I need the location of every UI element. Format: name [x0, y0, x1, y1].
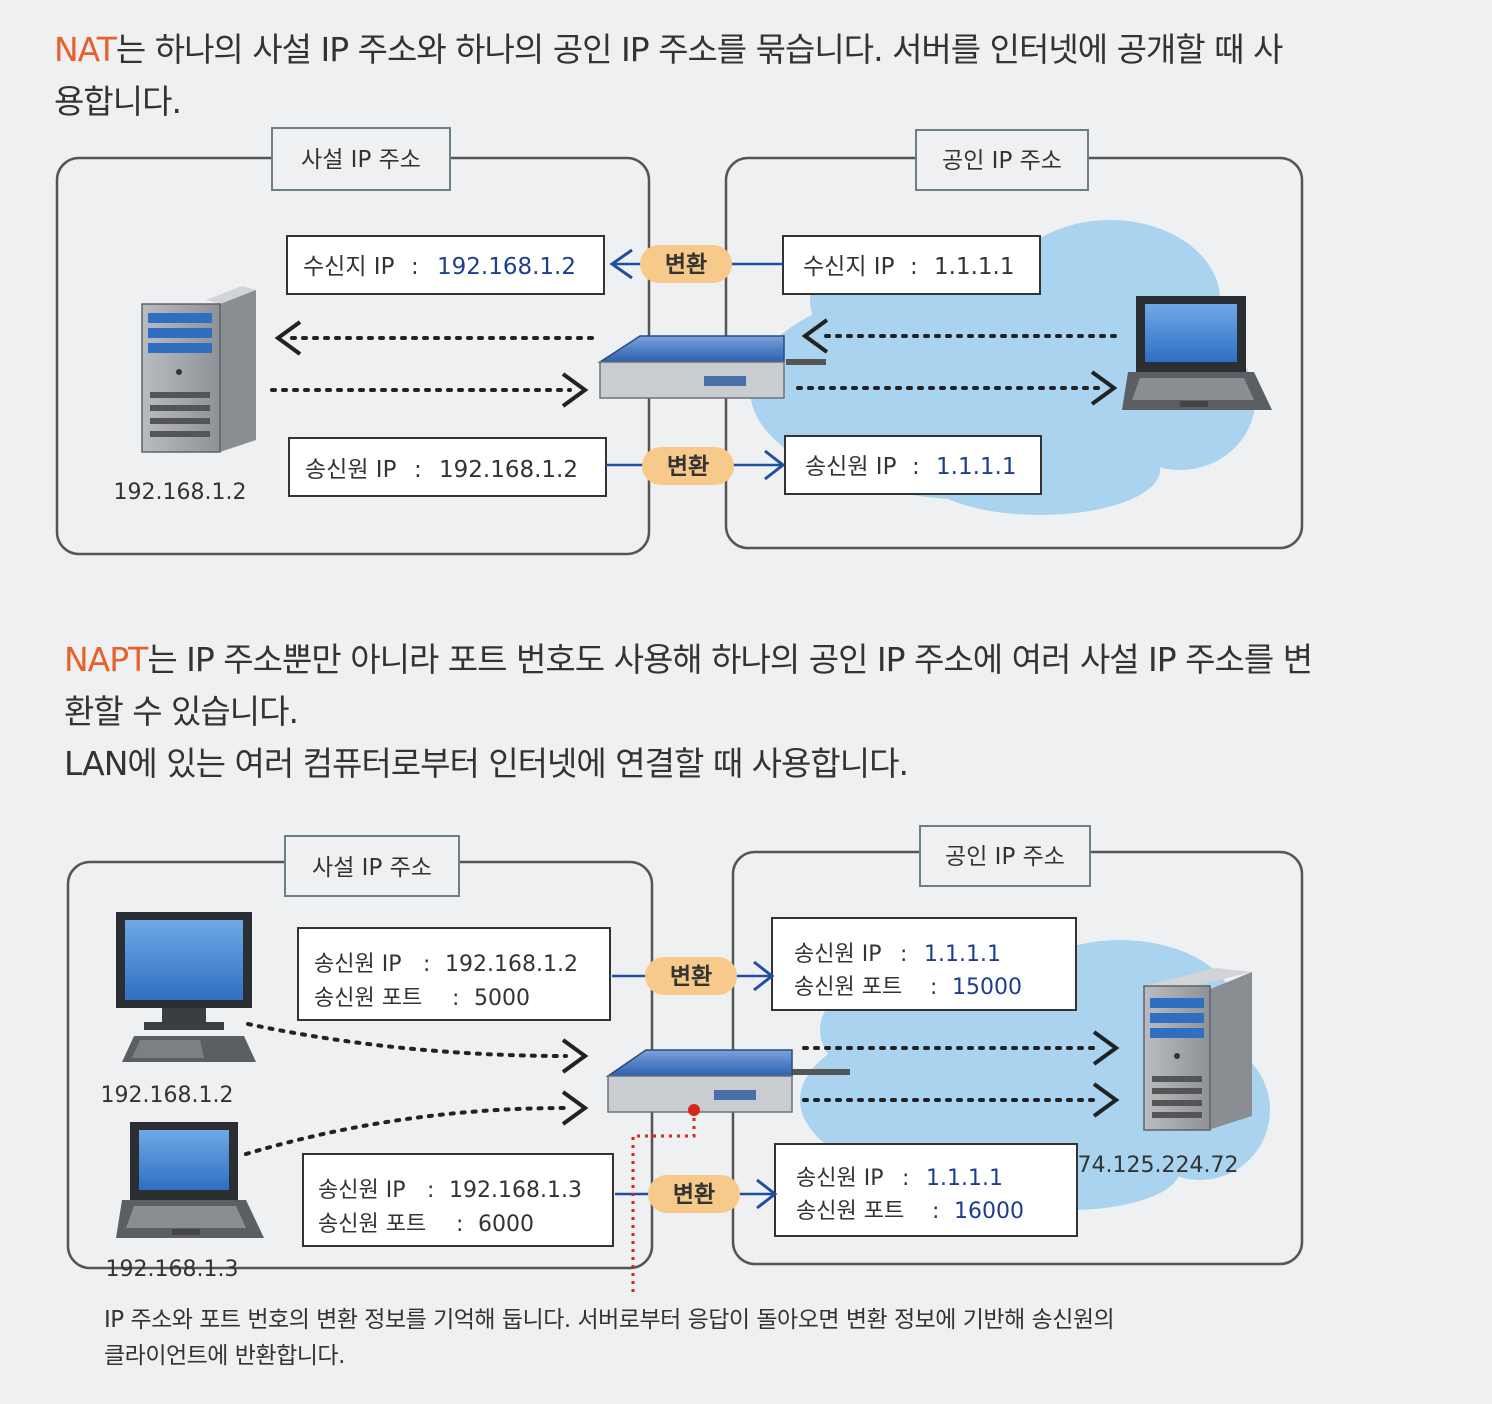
- public-src-label: 송신원 IP: [805, 454, 897, 480]
- napt-highlight: NAPT: [64, 640, 148, 679]
- row2-private-ip-sep: :: [427, 1178, 434, 1203]
- traffic-arrows: [270, 318, 1124, 408]
- private-src-label: 송신원 IP: [305, 457, 397, 483]
- napt-diagram: 사설 IP 주소 공인 IP 주소 송신원 IP : 192.168.1.2 송…: [66, 825, 1304, 1292]
- desktop-pc-icon: [116, 912, 256, 1062]
- private-src-sep: :: [414, 457, 422, 483]
- server-tower-icon: [141, 286, 256, 453]
- public-dest-box: 수신지 IP : 1.1.1.1: [782, 235, 1041, 295]
- napt-intro: NAPT는 IP 주소뿐만 아니라 포트 번호도 사용해 하나의 공인 IP 주…: [64, 634, 1313, 790]
- row2-private-port-label: 송신원 포트: [318, 1212, 426, 1237]
- row1-private-ip-sep: :: [423, 952, 430, 977]
- public-dest-label: 수신지 IP: [803, 254, 895, 280]
- convert-row1: 변환: [612, 957, 775, 995]
- laptop-icon-2: [116, 1122, 264, 1238]
- footnote-line1: IP 주소와 포트 번호의 변환 정보를 기억해 둡니다. 서버로부터 응답이 …: [104, 1307, 1115, 1333]
- private-dest-value: 192.168.1.2: [437, 254, 576, 280]
- server-ip-label-2: 74.125.224.72: [1078, 1153, 1239, 1178]
- private-ip-label-box-2: 사설 IP 주소: [284, 835, 460, 897]
- server-ip-label: 192.168.1.2: [114, 480, 247, 505]
- private-ip-label-box: 사설 IP 주소: [271, 127, 451, 191]
- row2-private-ip: 192.168.1.3: [449, 1178, 582, 1203]
- napt-intro-line3: LAN에 있는 여러 컴퓨터로부터 인터넷에 연결할 때 사용합니다.: [64, 744, 909, 783]
- private-ip-label-2: 사설 IP 주소: [312, 855, 432, 881]
- row2-private-box: 송신원 IP : 192.168.1.3 송신원 포트 : 6000: [302, 1153, 614, 1247]
- nat-intro-line2: 용합니다.: [54, 82, 182, 121]
- row1-public-ip: 1.1.1.1: [924, 942, 1001, 967]
- memory-indicator: [631, 1104, 700, 1292]
- public-ip-label-box-2: 공인 IP 주소: [919, 825, 1091, 887]
- public-ip-label: 공인 IP 주소: [942, 148, 1062, 174]
- router-icon: [597, 335, 826, 399]
- row2-public-ip-sep: :: [902, 1166, 909, 1191]
- public-src-box: 송신원 IP : 1.1.1.1: [784, 435, 1042, 495]
- row1-public-box: 송신원 IP : 1.1.1.1 송신원 포트 : 15000: [771, 917, 1077, 1011]
- traffic-arrows-2: [244, 1022, 1120, 1156]
- row2-private-port: 6000: [478, 1212, 534, 1237]
- row2-public-port-sep: :: [932, 1199, 939, 1224]
- row1-private-ip-label: 송신원 IP: [314, 952, 401, 977]
- row1-public-port: 15000: [952, 975, 1022, 1000]
- row1-private-box: 송신원 IP : 192.168.1.2 송신원 포트 : 5000: [297, 927, 611, 1021]
- footnote-line2: 클라이언트에 반환합니다.: [104, 1343, 345, 1369]
- row2-private-port-sep: :: [456, 1212, 463, 1237]
- private-dest-box: 수신지 IP : 192.168.1.2: [286, 235, 605, 295]
- laptop-icon: [1122, 296, 1272, 410]
- private-src-value: 192.168.1.2: [439, 457, 578, 483]
- footnote: IP 주소와 포트 번호의 변환 정보를 기억해 둡니다. 서버로부터 응답이 …: [104, 1302, 1115, 1374]
- nat-diagram: 사설 IP 주소 공인 IP 주소 수신지 IP : 192.168.1.2 수…: [55, 127, 1304, 556]
- row1-private-port-label: 송신원 포트: [314, 986, 422, 1011]
- pc2-ip-label: 192.168.1.3: [106, 1257, 239, 1282]
- row2-public-port: 16000: [954, 1199, 1024, 1224]
- row1-public-port-sep: :: [930, 975, 937, 1000]
- row1-public-ip-sep: :: [900, 942, 907, 967]
- public-src-value: 1.1.1.1: [936, 454, 1016, 480]
- pc1-ip-label: 192.168.1.2: [101, 1083, 234, 1108]
- row2-public-ip-label: 송신원 IP: [796, 1166, 883, 1191]
- row1-private-ip: 192.168.1.2: [445, 952, 578, 977]
- public-src-sep: :: [912, 454, 920, 480]
- convert-top: 변환: [609, 245, 783, 283]
- public-dest-sep: :: [910, 254, 918, 280]
- nat-highlight: NAT: [54, 30, 117, 69]
- convert-badge-row1: 변환: [670, 964, 712, 990]
- private-dest-label: 수신지 IP: [303, 254, 395, 280]
- convert-badge-top: 변환: [665, 252, 707, 278]
- row2-private-ip-label: 송신원 IP: [318, 1178, 405, 1203]
- row2-public-port-label: 송신원 포트: [796, 1199, 904, 1224]
- private-ip-label: 사설 IP 주소: [301, 147, 421, 173]
- nat-intro-line1: 는 하나의 사설 IP 주소와 하나의 공인 IP 주소를 묶습니다. 서버를 …: [115, 30, 1283, 69]
- row1-public-ip-label: 송신원 IP: [794, 942, 881, 967]
- server-tower-icon-2: [1143, 968, 1252, 1131]
- row1-private-port: 5000: [474, 986, 530, 1011]
- convert-bottom: 변환: [606, 447, 786, 485]
- convert-row2: 변환: [615, 1175, 778, 1213]
- row1-private-port-sep: :: [452, 986, 459, 1011]
- convert-badge-row2: 변환: [673, 1182, 715, 1208]
- row2-public-ip: 1.1.1.1: [926, 1166, 1003, 1191]
- convert-badge-bottom: 변환: [667, 454, 709, 480]
- private-src-box: 송신원 IP : 192.168.1.2: [288, 437, 607, 497]
- private-dest-sep: :: [411, 254, 419, 280]
- row1-public-port-label: 송신원 포트: [794, 975, 902, 1000]
- napt-intro-line2: 환할 수 있습니다.: [64, 692, 299, 731]
- public-ip-label-box: 공인 IP 주소: [915, 129, 1089, 191]
- public-ip-label-2: 공인 IP 주소: [945, 844, 1065, 870]
- nat-intro: NAT는 하나의 사설 IP 주소와 하나의 공인 IP 주소를 묶습니다. 서…: [54, 24, 1283, 128]
- row2-public-box: 송신원 IP : 1.1.1.1 송신원 포트 : 16000: [774, 1143, 1078, 1237]
- napt-intro-line1: 는 IP 주소뿐만 아니라 포트 번호도 사용해 하나의 공인 IP 주소에 여…: [147, 640, 1313, 679]
- public-dest-value: 1.1.1.1: [934, 254, 1014, 280]
- router-icon-2: [605, 1049, 850, 1113]
